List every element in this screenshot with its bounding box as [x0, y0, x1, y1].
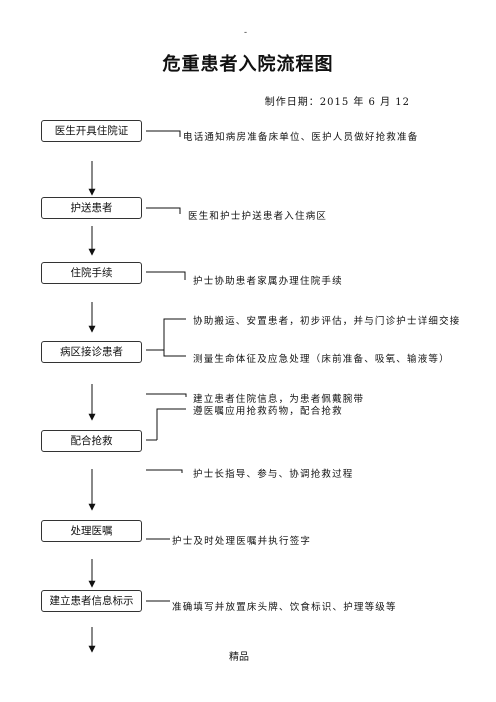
note-5: 测量生命体征及应急处理（床前准备、吸氧、输液等） [193, 354, 450, 365]
connector-step2 [146, 207, 181, 214]
note-2: 医生和护士护送患者入住病区 [188, 211, 328, 222]
step-box-7: 建立患者信息标示 [41, 590, 142, 612]
bracket-step4 [163, 318, 186, 357]
note-9: 护士及时处理医嘱并执行签字 [172, 536, 312, 547]
note-7: 遵医嘱应用抢救药物，配合抢救 [193, 406, 343, 417]
step-box-6: 处理医嘱 [41, 520, 142, 542]
step-box-5: 配合抢救 [41, 430, 142, 452]
top-mark: - [244, 28, 248, 38]
note-10: 准确填写并放置床头牌、饮食标识、护理等级等 [172, 602, 397, 613]
connector-step1 [146, 130, 181, 137]
note-8: 护士长指导、参与、协调抢救过程 [193, 469, 354, 480]
connector-step5-b [146, 469, 183, 473]
step-box-1: 医生开具住院证 [41, 120, 142, 142]
footer-text: 精品 [229, 652, 249, 663]
connector-step3 [146, 271, 186, 280]
bracket-step5 [156, 408, 186, 440]
note-6: 建立患者住院信息，为患者佩戴腕带 [193, 394, 365, 405]
note-3: 护士协助患者家属办理住院手续 [193, 276, 343, 287]
step-box-4: 病区接诊患者 [41, 341, 142, 363]
note-1: 电话通知病房准备床单位、医护人员做好抢救准备 [183, 132, 419, 143]
created-date: 制作日期：2015 年 6 月 12 [264, 97, 410, 108]
step-box-2: 护送患者 [41, 197, 142, 219]
step-box-3: 住院手续 [41, 262, 142, 284]
page-title: 危重患者入院流程图 [162, 54, 334, 75]
note-4: 协助搬运、安置患者，初步评估，并与门诊护士详细交接 [193, 316, 461, 327]
connector-step4-b [146, 393, 187, 397]
